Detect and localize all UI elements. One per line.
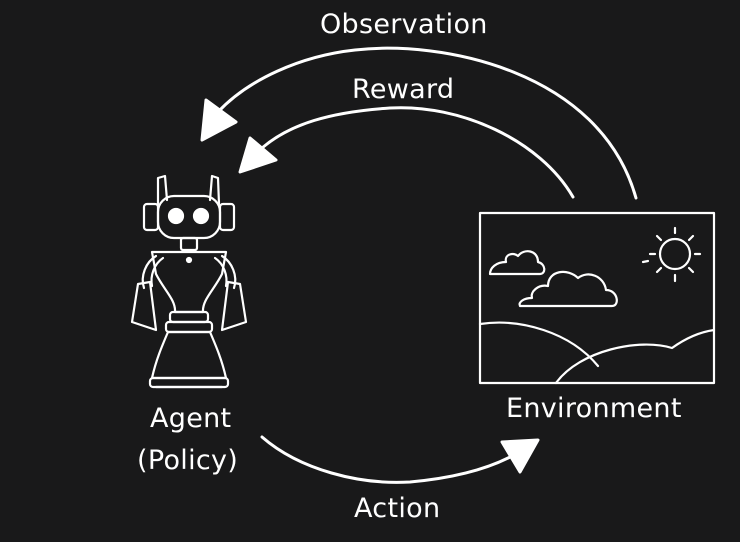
observation-label: Observation <box>320 9 488 40</box>
observation-arrowhead <box>200 98 238 142</box>
landscape-icon <box>478 211 716 385</box>
reward-label: Reward <box>352 74 455 105</box>
action-label: Action <box>354 493 441 524</box>
reward-arrowhead <box>238 136 278 174</box>
policy-label: (Policy) <box>137 445 239 476</box>
robot-icon <box>130 174 248 389</box>
environment-label: Environment <box>506 393 682 424</box>
observation-arrow <box>200 46 638 200</box>
sun-icon <box>641 226 702 283</box>
cloud-large-icon <box>518 270 618 308</box>
cloud-small-icon <box>488 250 546 276</box>
agent-label: Agent <box>150 403 232 434</box>
environment-frame <box>478 211 716 385</box>
action-arrowhead <box>500 438 540 474</box>
reward-arrow <box>238 106 575 199</box>
action-arrow <box>260 435 540 484</box>
hill-right <box>554 328 716 385</box>
hill-left <box>478 321 600 368</box>
